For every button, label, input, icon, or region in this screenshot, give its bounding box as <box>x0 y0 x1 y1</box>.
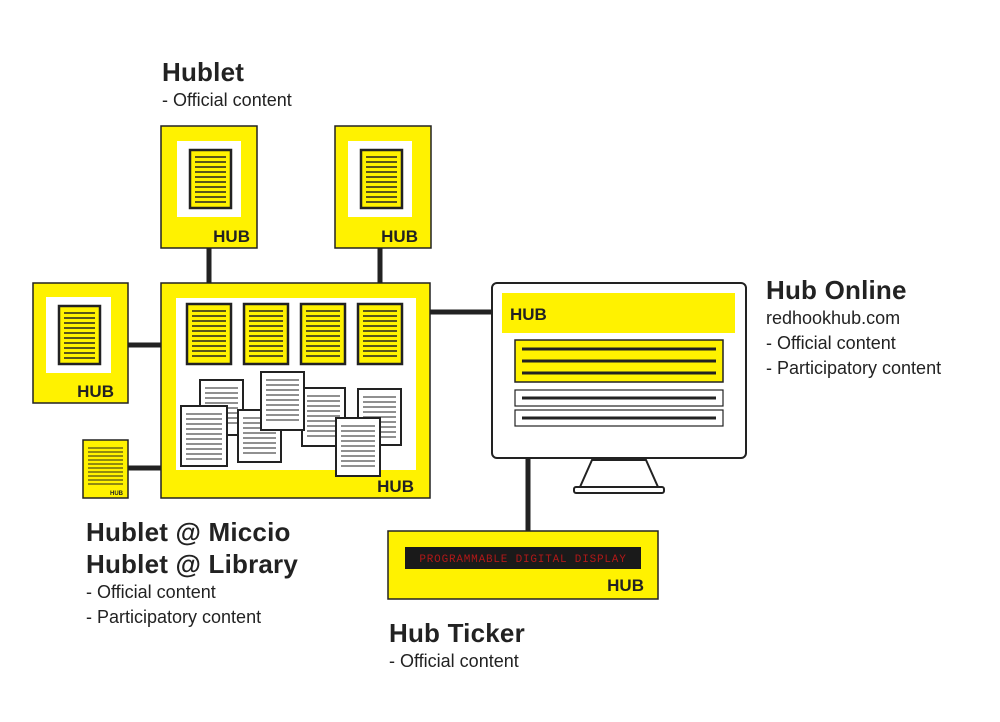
ticker-display-icon: PROGRAMMABLE DIGITAL DISPLAY HUB <box>387 530 659 600</box>
label-line: - Official content <box>86 582 216 602</box>
hublet-kiosk-side: HUB <box>32 282 129 404</box>
label-title: Hub Ticker <box>389 618 525 648</box>
document-icon <box>356 302 404 366</box>
official-documents <box>185 302 404 366</box>
document-icon <box>188 148 233 210</box>
hub-badge: HUB <box>77 382 114 401</box>
document-icon <box>185 302 233 366</box>
connector-lines <box>128 247 531 531</box>
hublet-kiosk-top-left: HUB <box>160 125 258 249</box>
central-hub-board: HUB <box>160 282 431 499</box>
hub-badge: HUB <box>213 227 250 246</box>
label-hub-ticker: Hub Ticker - Official content <box>389 617 525 674</box>
label-hublet: Hublet - Official content <box>162 56 292 113</box>
hub-badge: HUB <box>110 491 124 497</box>
hub-badge: HUB <box>377 477 414 496</box>
document-icon <box>335 417 381 477</box>
monitor-icon: HUB <box>491 282 747 494</box>
hub-badge: HUB <box>510 305 547 324</box>
label-title: Hub Online <box>766 275 907 305</box>
label-line: - Participatory content <box>766 358 942 378</box>
document-icon <box>299 302 347 366</box>
label-hub-online: Hub Online redhookhub.com - Official con… <box>766 274 941 381</box>
label-line: - Official content <box>389 651 519 671</box>
monitor-stand <box>578 459 660 488</box>
document-icon <box>242 302 290 366</box>
ticker-display-text: PROGRAMMABLE DIGITAL DISPLAY <box>419 554 626 566</box>
hub-badge: HUB <box>381 227 418 246</box>
hublet-kiosk-top-right: HUB <box>334 125 432 249</box>
participatory-documents <box>180 371 402 477</box>
label-title-2: Hublet @ Library <box>86 549 299 579</box>
document-icon <box>260 371 305 431</box>
ticker-screen <box>405 547 641 569</box>
label-line: - Participatory content <box>86 607 262 627</box>
document-icon <box>57 304 102 366</box>
label-line: - Official content <box>766 333 896 353</box>
website-header <box>502 293 735 333</box>
hub-badge: HUB <box>607 576 644 595</box>
document-icon <box>237 409 282 463</box>
label-hublet-miccio-library: Hublet @ Miccio Hublet @ Library - Offic… <box>86 516 298 630</box>
label-title: Hublet @ Miccio <box>86 517 291 547</box>
label-line: redhookhub.com <box>766 308 901 328</box>
hublet-small: HUB <box>82 439 129 499</box>
document-icon <box>180 405 228 467</box>
label-title: Hublet <box>162 57 245 87</box>
label-line: - Official content <box>162 90 292 110</box>
document-icon <box>359 148 404 210</box>
